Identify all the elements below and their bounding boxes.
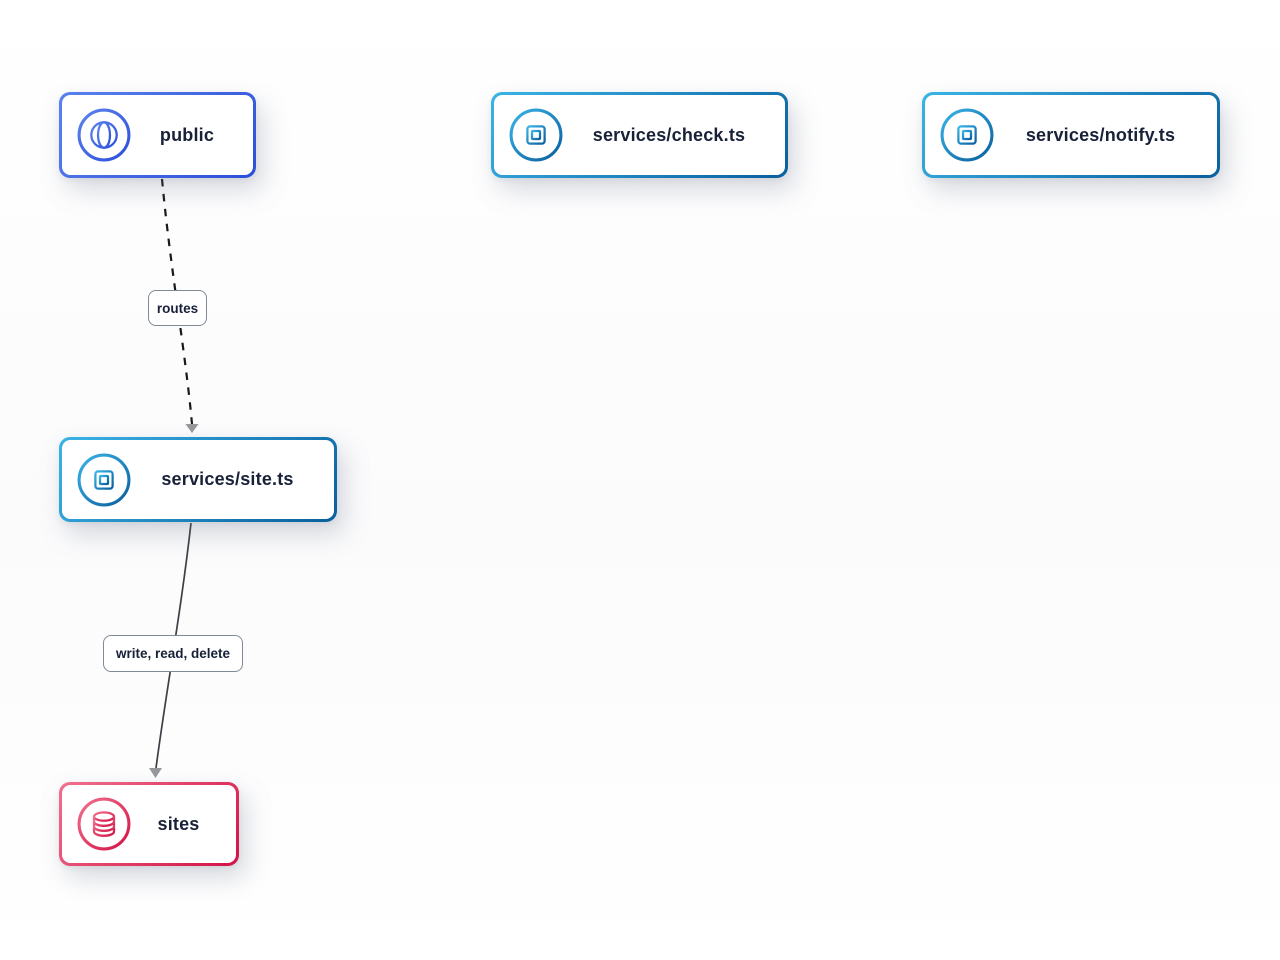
node-label: services/site.ts: [161, 469, 294, 489]
edge-label-routes: routes: [148, 290, 207, 326]
node-label: services/notify.ts: [1025, 124, 1176, 145]
node-public-body: public: [61, 94, 254, 176]
edge-label-text: write, read, delete: [115, 646, 231, 661]
arrowhead-site: [185, 424, 199, 433]
edge-label-text: routes: [156, 300, 199, 316]
globe-icon: [75, 106, 133, 164]
node-services-notify-body: services/notify.ts: [924, 94, 1218, 176]
chip-icon: [938, 106, 996, 164]
edge-label-write-read-delete: write, read, delete: [103, 635, 243, 672]
database-icon: [75, 795, 133, 853]
node-services-check-body: services/check.ts: [493, 94, 786, 176]
chip-icon: [75, 451, 133, 509]
node-services-notify[interactable]: services/notify.ts: [922, 92, 1220, 178]
node-services-site[interactable]: services/site.ts: [59, 437, 337, 522]
node-label: public: [159, 124, 215, 145]
node-public[interactable]: public: [59, 92, 256, 178]
node-sites-body: sites: [61, 784, 237, 864]
node-label: sites: [157, 813, 200, 834]
node-label: services/check.ts: [592, 124, 746, 145]
node-sites[interactable]: sites: [59, 782, 239, 866]
node-services-check[interactable]: services/check.ts: [491, 92, 788, 178]
arrowhead-sites: [149, 768, 162, 778]
chip-icon: [507, 106, 565, 164]
node-services-site-body: services/site.ts: [61, 439, 335, 520]
